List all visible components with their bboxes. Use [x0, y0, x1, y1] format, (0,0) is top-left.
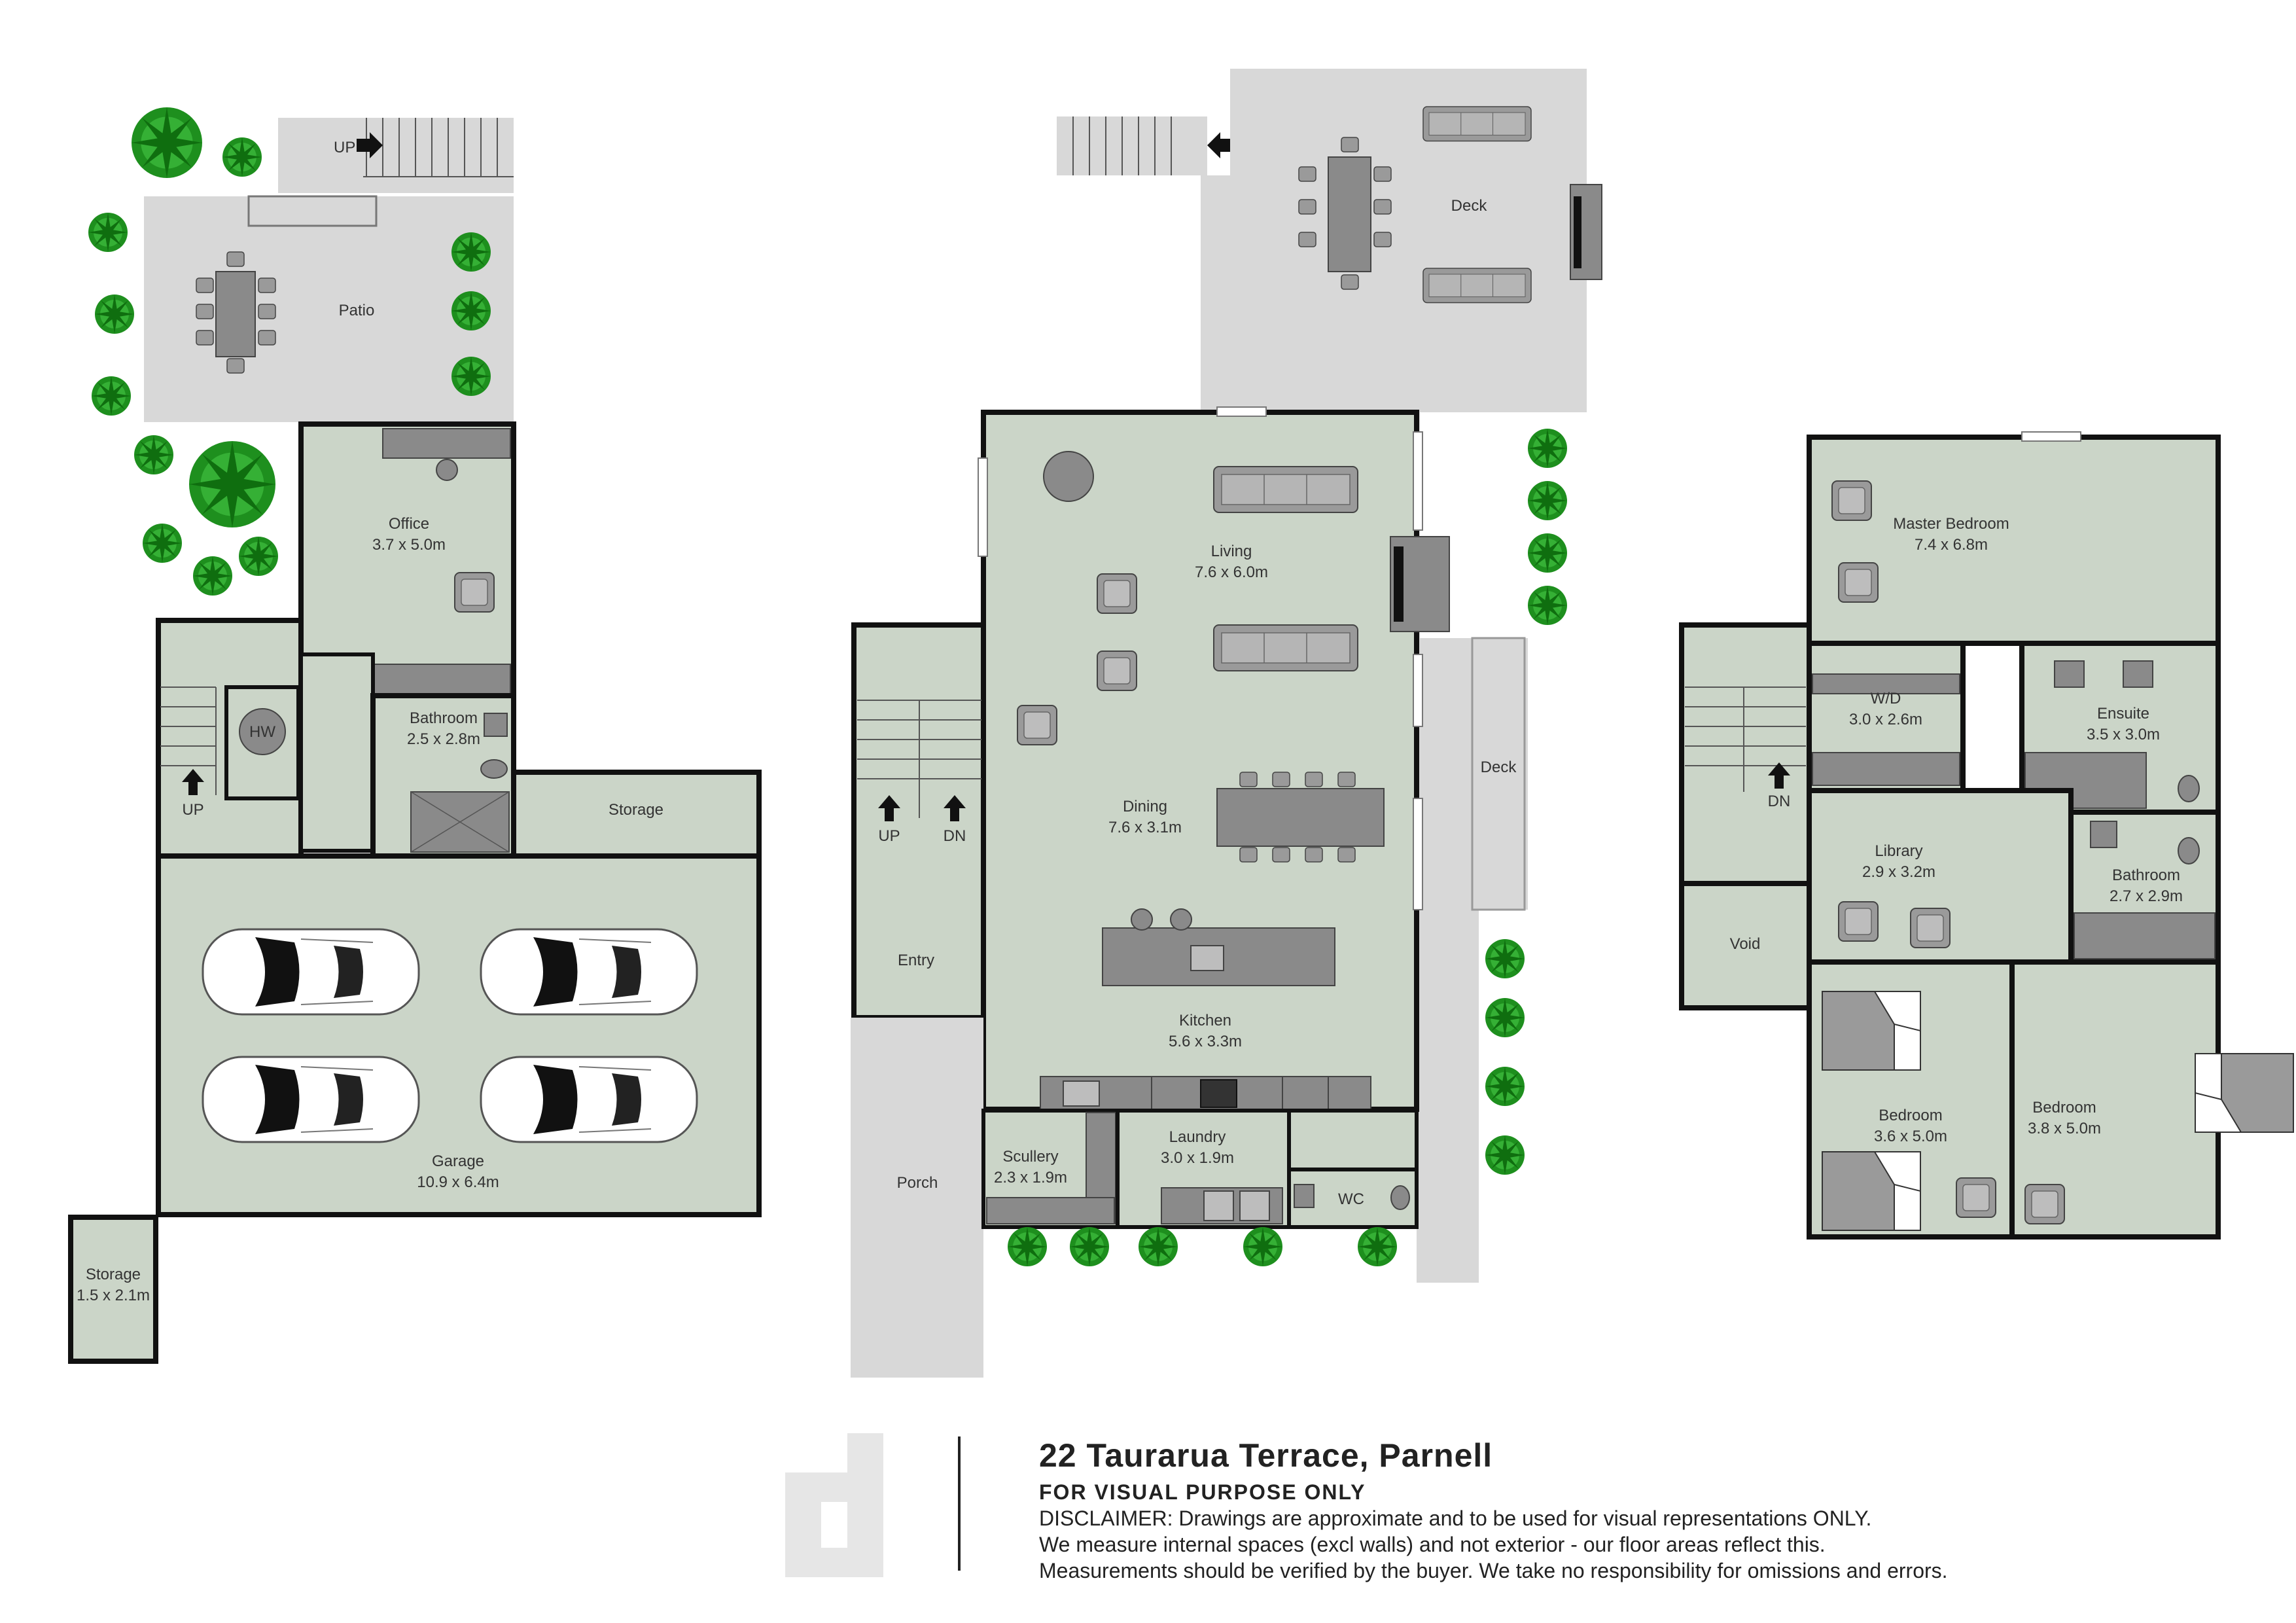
library-dims: 2.9 x 3.2m	[1862, 863, 1935, 881]
sofa-icon	[1213, 466, 1358, 513]
patio-table	[215, 271, 256, 357]
dining-dims: 7.6 x 3.1m	[1108, 819, 1182, 836]
deck-stairs	[1057, 116, 1207, 175]
bedroom-right-dims: 3.8 x 5.0m	[2028, 1120, 2101, 1137]
storage-small-dims: 1.5 x 2.1m	[77, 1287, 150, 1304]
armchair-icon	[1956, 1177, 1996, 1218]
arrow-up-icon	[182, 769, 204, 795]
garage-dims: 10.9 x 6.4m	[417, 1173, 499, 1191]
master-dims: 7.4 x 6.8m	[1915, 536, 1988, 554]
living-dining-kitchen	[981, 410, 1419, 1112]
armchair-icon	[1910, 908, 1951, 948]
patio-stairs	[278, 118, 514, 193]
office-dims: 3.7 x 5.0m	[372, 536, 446, 554]
bedroom-left-label: Bedroom	[1879, 1107, 1942, 1124]
kitchen-dims: 5.6 x 3.3m	[1169, 1033, 1242, 1050]
office-label: Office	[389, 515, 429, 533]
living-label: Living	[1211, 543, 1252, 560]
bedroom-left-dims: 3.6 x 5.0m	[1874, 1128, 1947, 1145]
arrow-up-icon	[878, 795, 900, 821]
footer-divider	[958, 1436, 961, 1571]
arrow-up-icon	[1768, 762, 1790, 789]
disclaimer-line: We measure internal spaces (excl walls) …	[1039, 1533, 1826, 1556]
property-title: 22 Taurarua Terrace, Parnell	[1039, 1437, 1493, 1474]
kitchen-label: Kitchen	[1179, 1012, 1231, 1029]
dining-label: Dining	[1123, 798, 1167, 815]
stair-up-label-main: UP	[878, 827, 900, 845]
cooktop-icon	[1200, 1079, 1237, 1108]
storage-lower-label: Storage	[609, 801, 663, 819]
disclaimer-line: Measurements should be verified by the b…	[1039, 1559, 1948, 1582]
armchair-icon	[1017, 705, 1057, 745]
wd-dims: 3.0 x 2.6m	[1849, 711, 1922, 728]
ensuite-label: Ensuite	[2097, 705, 2149, 722]
utility-cupboard	[1287, 1109, 1419, 1171]
armchair-icon	[1838, 901, 1879, 942]
car-icon	[480, 1056, 698, 1143]
bathroom-upper-label: Bathroom	[2112, 866, 2180, 884]
bathroom-upper-dims: 2.7 x 2.9m	[2110, 887, 2183, 905]
car-icon	[202, 928, 420, 1016]
sofa-icon	[1213, 624, 1358, 671]
main-stair-hall	[851, 622, 986, 1020]
void-area	[1679, 881, 1812, 1010]
entry-label: Entry	[898, 952, 934, 969]
armchair-icon	[1097, 651, 1137, 691]
void-label: Void	[1730, 935, 1761, 953]
hw-label: HW	[249, 723, 275, 741]
patio-label: Patio	[339, 302, 375, 319]
scullery-label: Scullery	[1002, 1148, 1058, 1166]
garage-label: Garage	[432, 1152, 484, 1170]
scullery-dims: 2.3 x 1.9m	[994, 1169, 1067, 1186]
arrow-up-icon	[944, 795, 966, 821]
storage-small-label: Storage	[86, 1266, 141, 1283]
deck-side-label: Deck	[1481, 758, 1517, 776]
ensuite-dims: 3.5 x 3.0m	[2087, 726, 2160, 743]
bathroom-lower-dims: 2.5 x 2.8m	[407, 730, 480, 748]
armchair-icon	[1831, 480, 1872, 521]
dining-table	[1216, 788, 1385, 847]
armchair-icon	[1097, 573, 1137, 614]
sofa-icon	[1422, 268, 1532, 304]
wd-label: W/D	[1871, 690, 1901, 707]
deck-area	[1201, 69, 1587, 1283]
master-bedroom	[1807, 435, 2221, 646]
master-label: Master Bedroom	[1893, 515, 2009, 533]
company-logo	[785, 1433, 883, 1577]
stair-up-label-lower: UP	[182, 801, 203, 819]
bedroom-right-label: Bedroom	[2032, 1099, 2096, 1116]
arrow-right-icon	[357, 132, 383, 158]
stair-up-label: UP	[334, 139, 355, 156]
bed-icon	[1822, 1151, 1921, 1231]
wc-label: WC	[1338, 1190, 1364, 1208]
bathroom-lower-label: Bathroom	[410, 709, 478, 727]
armchair-icon	[1838, 562, 1879, 603]
garage	[156, 853, 762, 1217]
visual-purpose-note: FOR VISUAL PURPOSE ONLY	[1039, 1480, 1366, 1504]
stair-dn-label-main: DN	[944, 827, 966, 845]
hot-water-cylinder	[239, 708, 286, 755]
bed-icon	[1822, 991, 1921, 1071]
living-dims: 7.6 x 6.0m	[1195, 563, 1268, 581]
sofa-icon	[1422, 106, 1532, 142]
stair-dn-label-upper: DN	[1768, 793, 1791, 810]
laundry-label: Laundry	[1169, 1128, 1226, 1146]
library-label: Library	[1875, 842, 1922, 860]
disclaimer-line: DISCLAIMER: Drawings are approximate and…	[1039, 1507, 1872, 1530]
car-icon	[202, 1056, 420, 1143]
armchair-icon	[2024, 1184, 2065, 1224]
upper-stair	[1679, 622, 1812, 886]
lower-hallway	[299, 652, 375, 853]
storage-small	[68, 1215, 158, 1364]
laundry-dims: 3.0 x 1.9m	[1161, 1149, 1234, 1167]
car-icon	[480, 928, 698, 1016]
porch-area	[851, 1018, 983, 1378]
porch-label: Porch	[897, 1174, 938, 1192]
bed-icon	[2195, 1053, 2294, 1133]
arrow-left-icon	[1207, 132, 1233, 158]
deck-table	[1328, 156, 1371, 272]
deck-top-label: Deck	[1451, 197, 1488, 215]
